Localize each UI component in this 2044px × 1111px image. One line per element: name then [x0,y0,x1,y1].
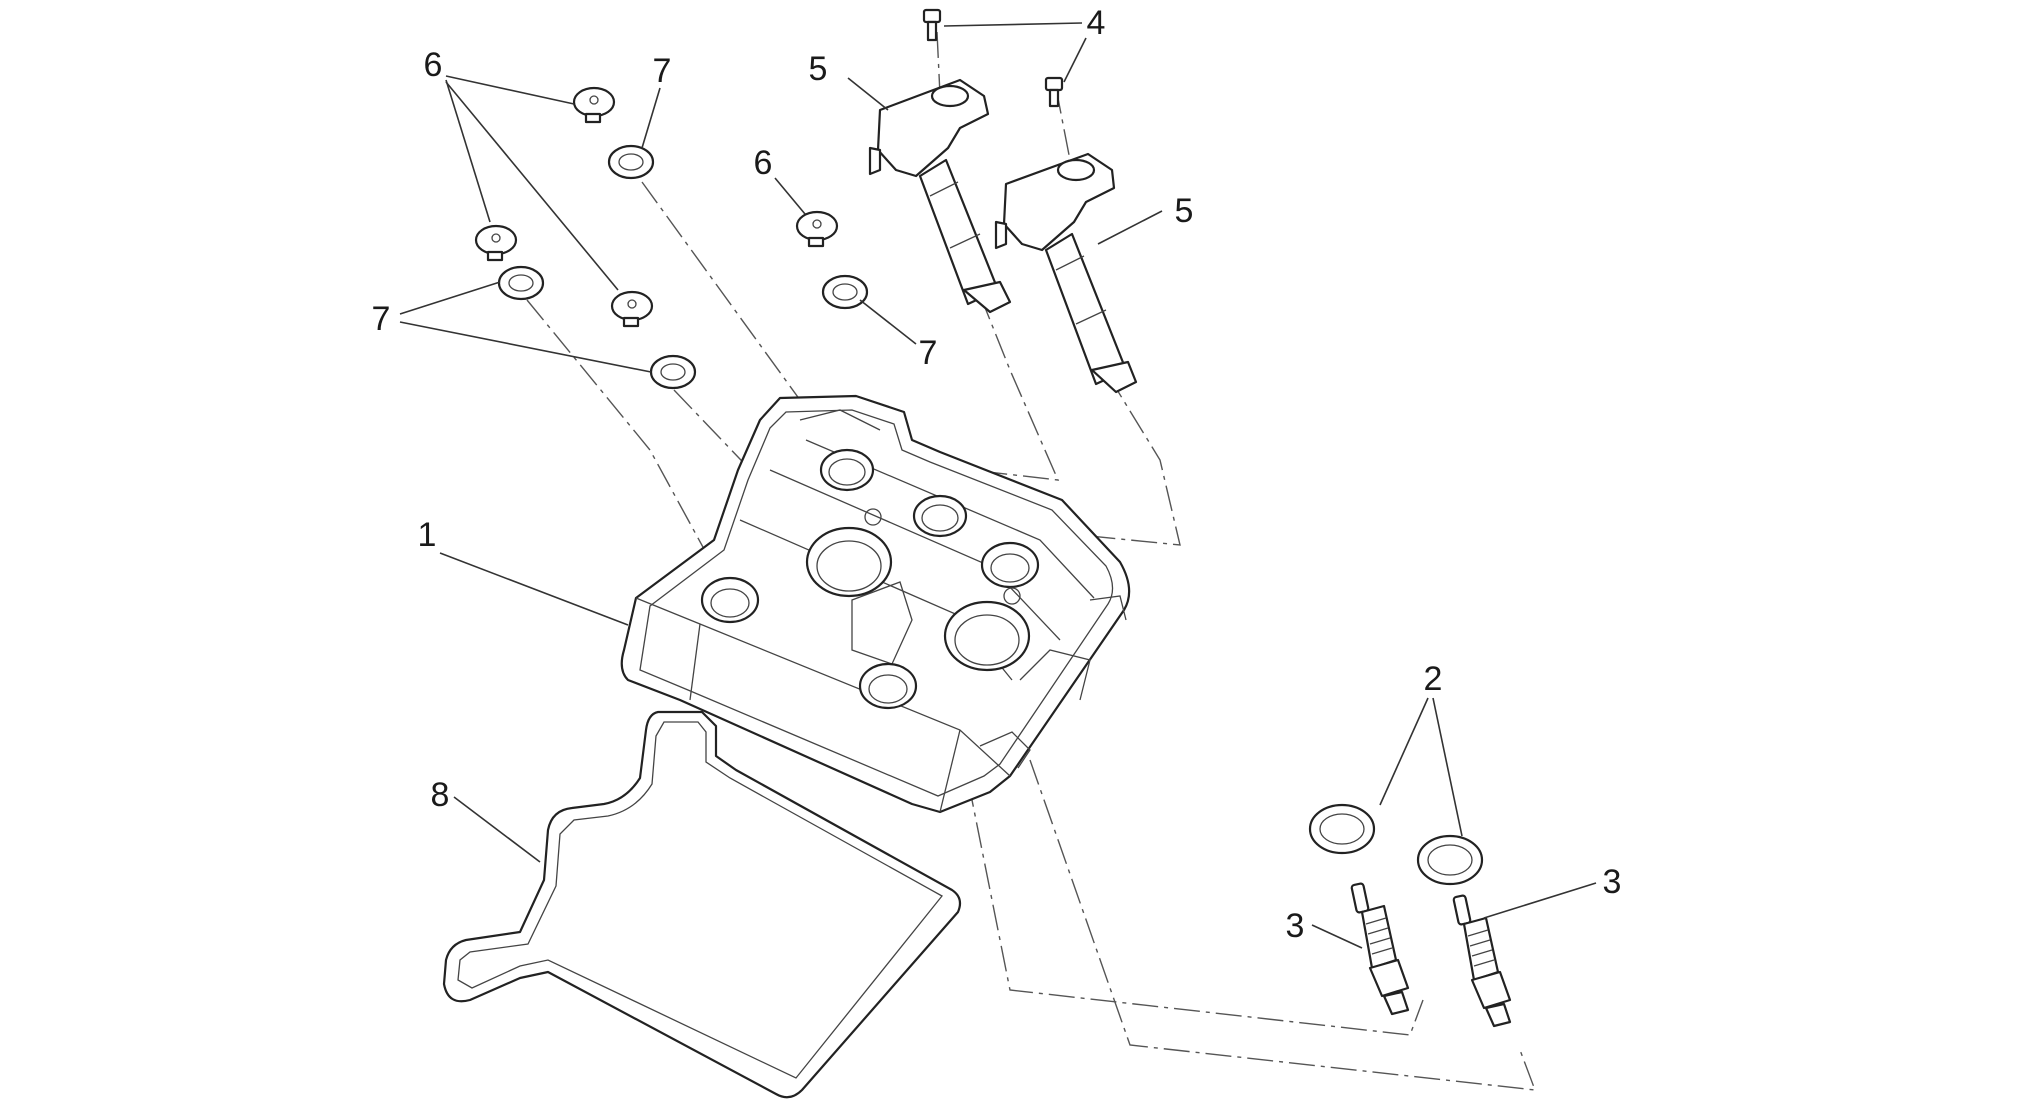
leader-part-7-a [641,87,661,149]
cap-part-6-d [795,210,839,248]
seal-part-7-c [649,354,697,390]
ignition-coil-part-5-right [994,152,1138,394]
callout-part-3-left: 3 [1286,907,1305,945]
bolt-part-4-right [1044,76,1064,108]
gasket-part-8 [442,710,962,1099]
leader-part-6-a [445,75,575,105]
leader-part-5-left [847,77,889,111]
assembly-line-seal-left [526,299,711,561]
leader-part-2-left [1379,697,1429,806]
callout-part-7-top: 7 [653,52,672,90]
callout-part-6-right: 6 [754,144,773,182]
cap-part-6-c [610,290,654,328]
callouts: 1 2 3 3 4 5 5 6 6 7 7 7 8 [372,4,1622,945]
assembly-lines [526,31,1537,1091]
assembly-line-plug-left [959,739,1424,1036]
leader-part-2-right [1432,697,1463,837]
cap-part-6-b [474,224,518,262]
assembly-line-bolt-left [936,31,941,96]
callout-part-7-right: 7 [919,334,938,372]
leader-part-6-b [445,79,491,223]
leader-part-8 [453,796,541,863]
seal-part-7-a [607,144,655,180]
callout-part-5-left: 5 [809,50,828,88]
seal-part-7-b [497,265,545,301]
leader-part-6-c [445,81,619,291]
callout-part-3-right: 3 [1603,863,1622,901]
leader-part-4-right [1063,37,1087,83]
washer-part-2-right [1416,834,1484,886]
leader-part-5-right [1097,210,1163,245]
spark-plug-part-3-right [1452,894,1512,1028]
callout-part-7-left: 7 [372,300,391,338]
spark-plug-part-3-left [1350,882,1410,1016]
leader-part-7-b [399,281,501,315]
callout-part-2: 2 [1424,660,1443,698]
ignition-coil-part-5-left [868,78,1012,314]
leader-part-1 [439,552,629,626]
leader-part-3-left [1311,924,1363,949]
callout-part-5-right: 5 [1175,192,1194,230]
leader-part-7-d [859,299,917,345]
callout-part-8: 8 [431,776,450,814]
assembly-line-plug-right [1029,759,1537,1091]
leader-part-7-c [399,321,652,373]
cap-part-6-a [572,86,616,124]
callout-part-4: 4 [1087,4,1106,42]
bolt-part-4-left [922,8,942,42]
valve-cover-part-1 [620,394,1131,814]
leader-part-3-right [1483,882,1597,919]
leader-lines [399,22,1597,949]
leader-part-4-left [943,22,1083,27]
washer-part-2-left [1308,803,1376,855]
callout-part-1: 1 [418,516,437,554]
callout-part-6-left: 6 [424,46,443,84]
leader-part-6-d [774,177,806,215]
seal-part-7-d [821,274,869,310]
